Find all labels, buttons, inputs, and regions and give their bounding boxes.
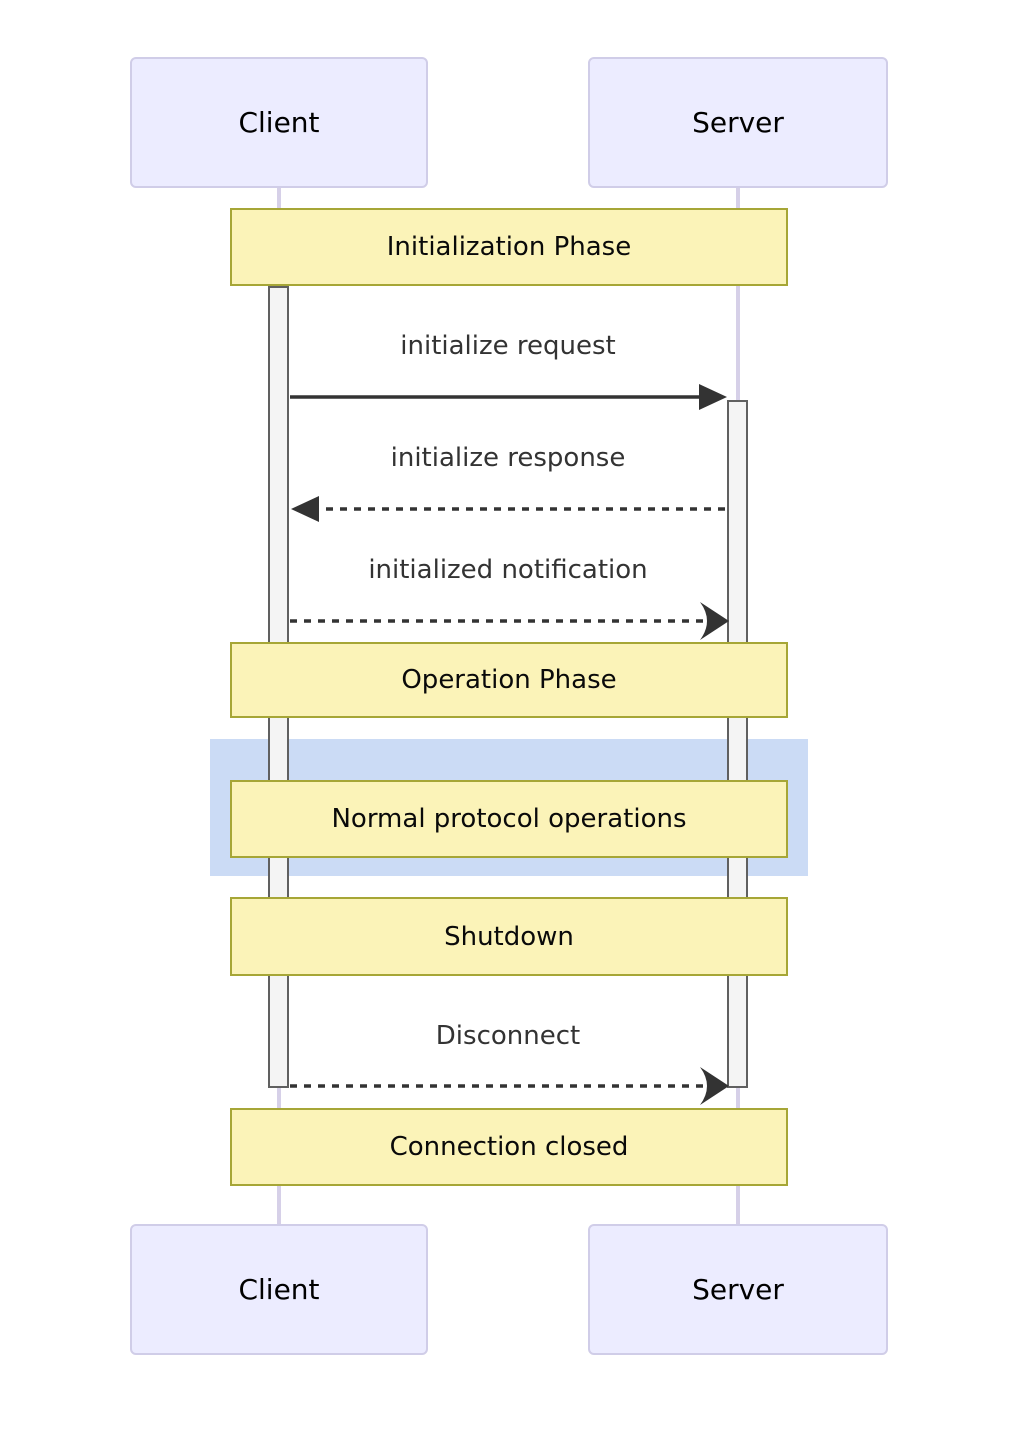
arrow-initialized-notification [290, 602, 729, 640]
actor-server-bottom: Server [588, 1224, 888, 1355]
actor-client-top: Client [130, 57, 428, 188]
note-connection-closed: Connection closed [230, 1108, 788, 1186]
note-normal-protocol-operations: Normal protocol operations [230, 780, 788, 858]
note-initialization-phase: Initialization Phase [230, 208, 788, 286]
filled-arrowhead-left-icon [291, 496, 319, 522]
actor-client-bottom: Client [130, 1224, 428, 1355]
message-label-disconnect: Disconnect [435, 1021, 581, 1051]
arrow-initialize-request [290, 384, 727, 410]
message-label-initialize-response: initialize response [390, 443, 626, 473]
message-label-initialized-notification: initialized notification [368, 555, 648, 585]
note-operation-phase: Operation Phase [230, 642, 788, 718]
note-shutdown: Shutdown [230, 897, 788, 976]
server-activation-bar [727, 400, 748, 1088]
filled-arrowhead-right-icon [699, 384, 727, 410]
arrow-initialize-response [291, 496, 725, 522]
chevron-arrowhead-right-icon [700, 602, 729, 640]
arrow-disconnect [290, 1067, 729, 1105]
actor-server-top: Server [588, 57, 888, 188]
chevron-arrowhead-right-icon [700, 1067, 729, 1105]
message-label-initialize-request: initialize request [400, 331, 616, 361]
